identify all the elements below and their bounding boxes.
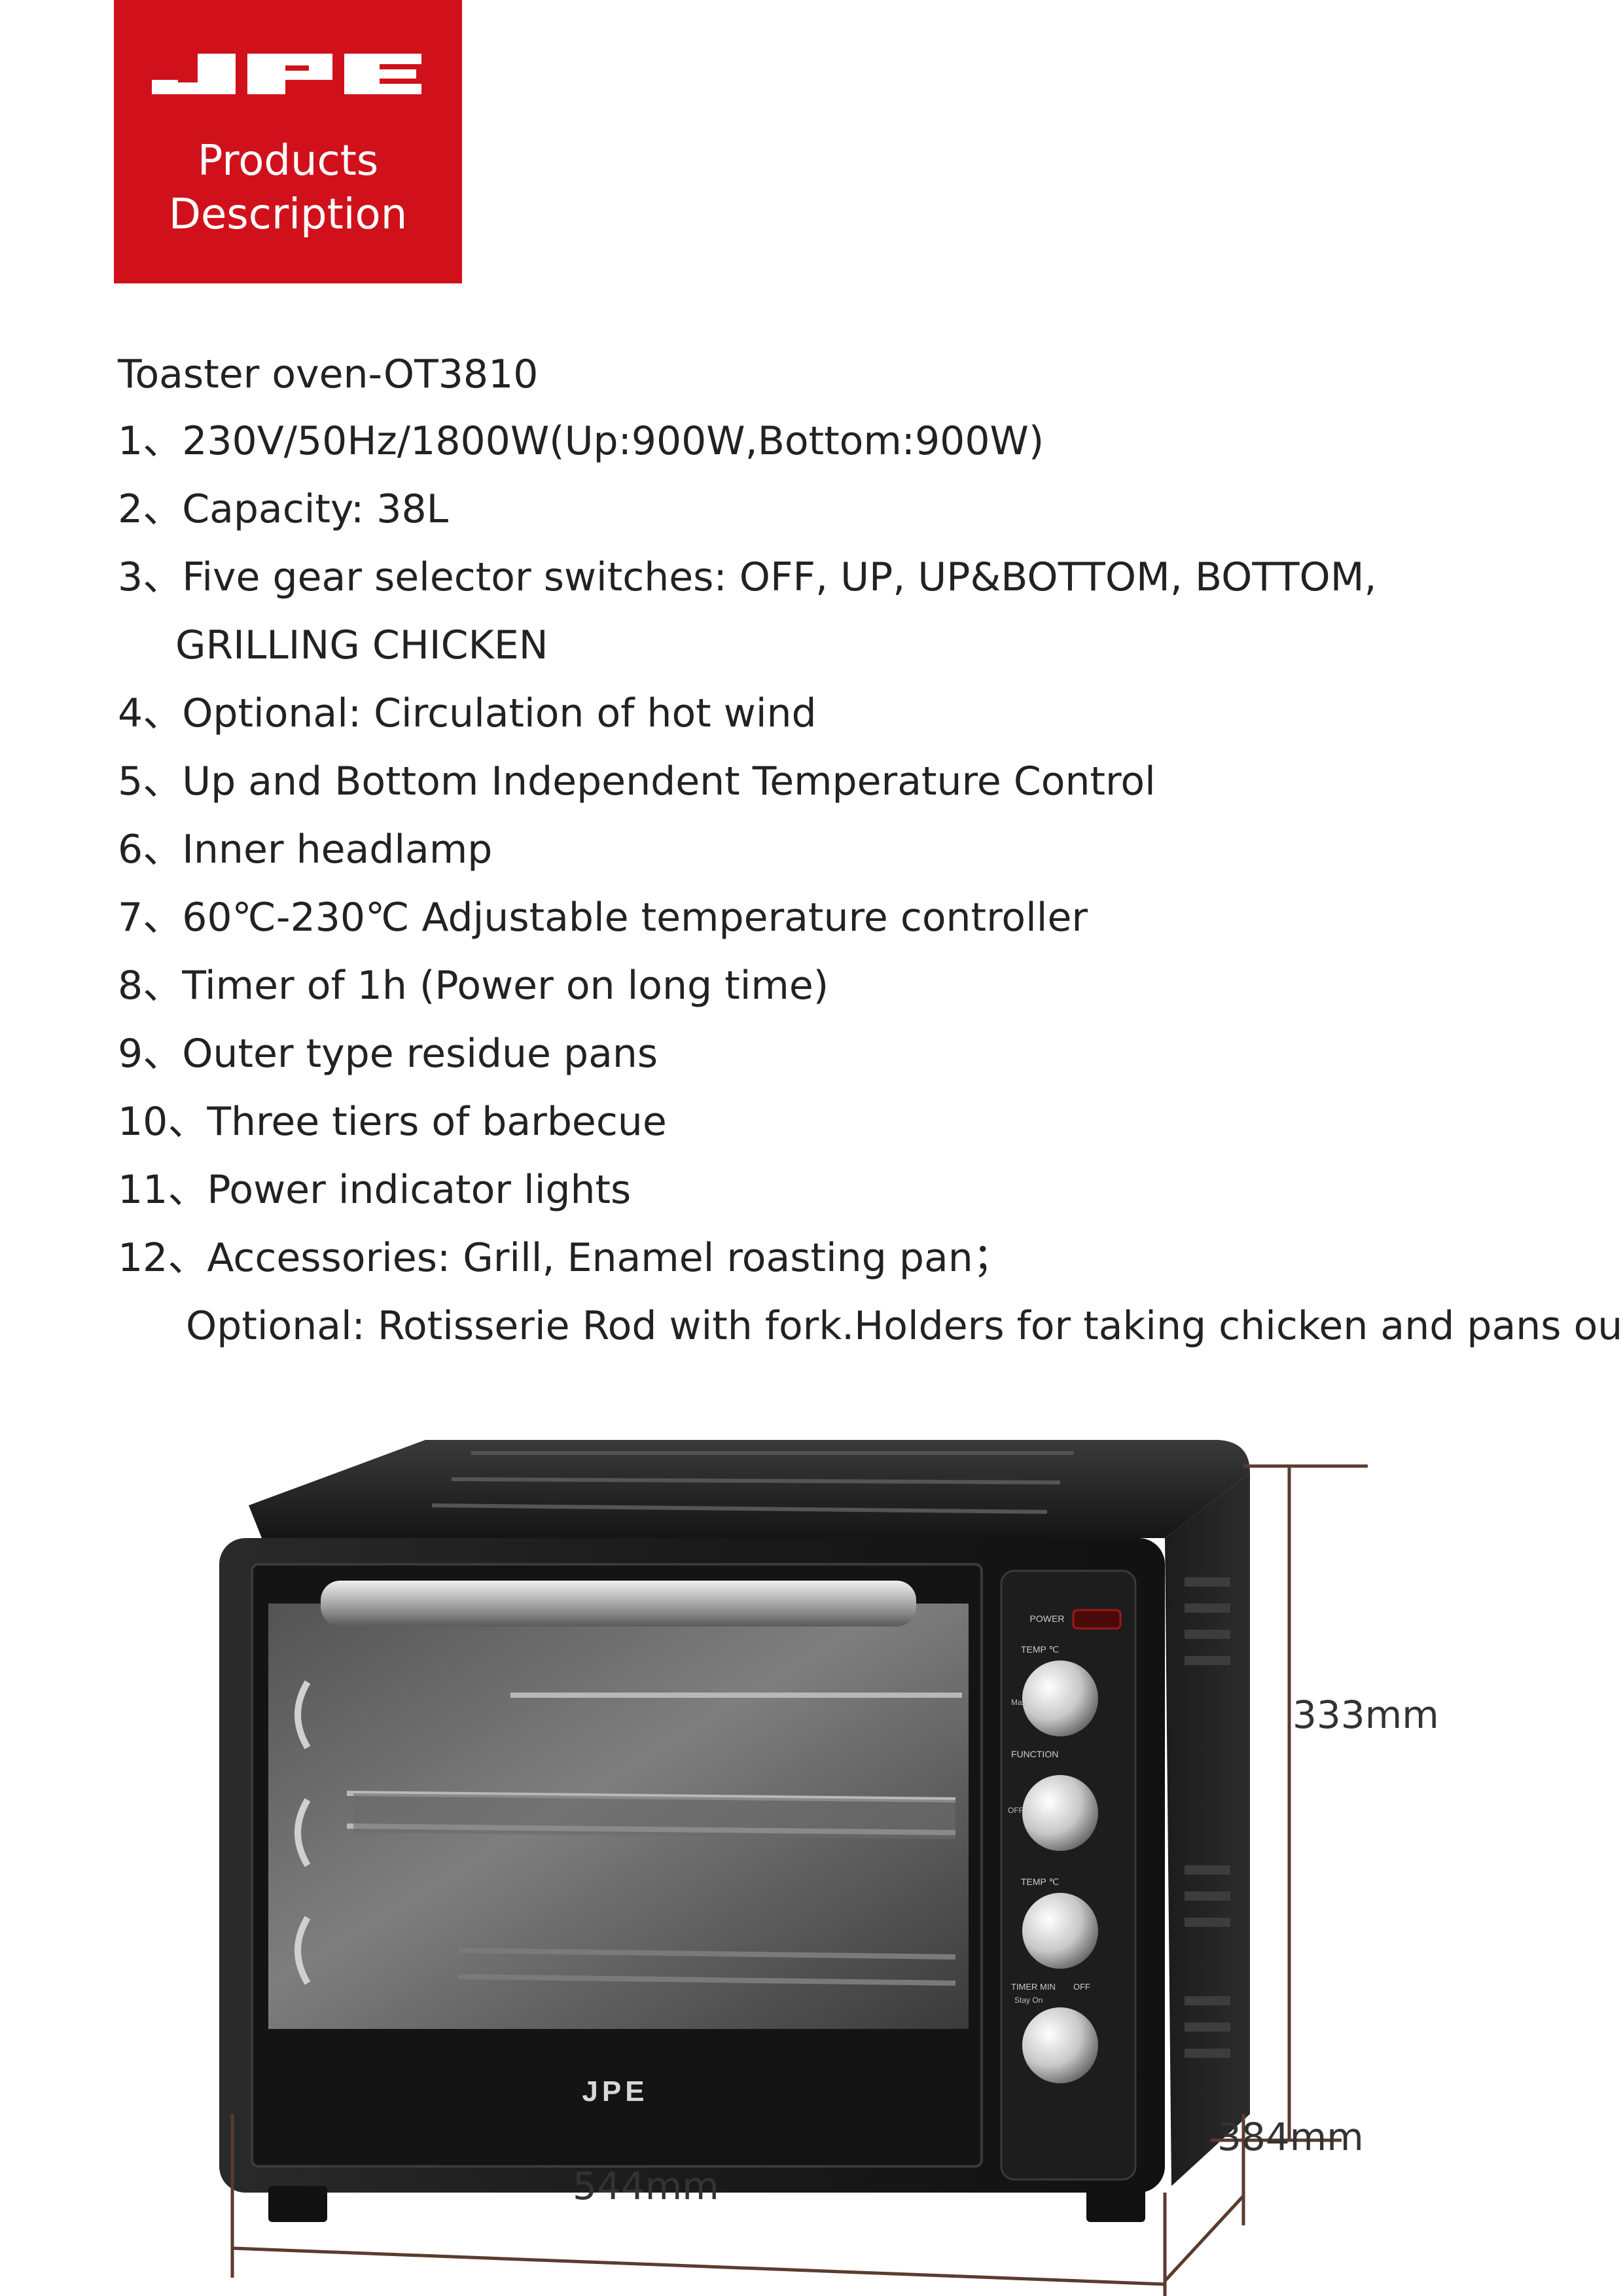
brand-subtitle-description: Description xyxy=(168,190,408,239)
spec-number: 3、 xyxy=(118,554,183,600)
timer-knob[interactable] xyxy=(1022,2007,1098,2083)
spec-number: 6、 xyxy=(118,827,183,872)
spec-text: 230V/50Hz/1800W(Up:900W,Bottom:900W) xyxy=(182,418,1044,464)
spec-text: Capacity: 38L xyxy=(182,486,449,532)
spec-item-1: 1、230V/50Hz/1800W(Up:900W,Bottom:900W) xyxy=(118,415,1044,467)
power-label: POWER xyxy=(1030,1613,1065,1624)
product-title: Toaster oven-OT3810 xyxy=(118,351,539,397)
spec-text: Power indicator lights xyxy=(207,1167,632,1213)
door-handle xyxy=(321,1581,916,1626)
lower-temp-knob[interactable] xyxy=(1022,1893,1098,1969)
spec-number: 7、 xyxy=(118,895,183,941)
oven-side xyxy=(1165,1473,1250,2186)
spec-number: 8、 xyxy=(118,963,183,1009)
lower-temp-label: TEMP ℃ xyxy=(1021,1876,1059,1887)
spec-item-6: 6、Inner headlamp xyxy=(118,823,492,876)
side-vents xyxy=(1185,1577,1230,2058)
power-indicator xyxy=(1072,1609,1122,1630)
spec-item-11: 11、Power indicator lights xyxy=(118,1164,631,1216)
spec-item-7: 7、60℃-230℃ Adjustable temperature contro… xyxy=(118,891,1088,944)
spec-text: Three tiers of barbecue xyxy=(207,1099,667,1145)
oven-illustration: JPE POWER TEMP ℃ Max FUNCTION OFF TEMP ℃… xyxy=(219,1440,1368,2296)
spec-number: 12、 xyxy=(118,1235,207,1281)
dimension-height: 333mm xyxy=(1293,1693,1439,1737)
spec-text: Outer type residue pans xyxy=(182,1031,658,1077)
spec-text: Inner headlamp xyxy=(182,827,493,872)
spec-item-2: 2、Capacity: 38L xyxy=(118,483,448,535)
spec-text: Accessories: Grill, Enamel roasting pan； xyxy=(207,1235,1012,1281)
spec-number: 9、 xyxy=(118,1031,183,1077)
function-label: FUNCTION xyxy=(1011,1749,1058,1759)
off-label: OFF xyxy=(1008,1806,1024,1815)
spec-item-4: 4、Optional: Circulation of hot wind xyxy=(118,687,817,740)
upper-temp-label: TEMP ℃ xyxy=(1021,1644,1059,1655)
dimension-depth: 384mm xyxy=(1217,2115,1364,2159)
spec-text: Five gear selector switches: OFF, UP, UP… xyxy=(182,554,1377,600)
spec-item-9: 9、Outer type residue pans xyxy=(118,1028,658,1080)
spec-number: 10、 xyxy=(118,1099,207,1145)
timer-label: TIMER MIN xyxy=(1011,1982,1056,1992)
door-logo: JPE xyxy=(582,2075,648,2108)
dimension-lines xyxy=(230,1464,1368,2296)
spec-text: Timer of 1h (Power on long time) xyxy=(182,963,829,1009)
spec-item-10: 10、Three tiers of barbecue xyxy=(118,1096,667,1148)
spec-item-12: 12、Accessories: Grill, Enamel roasting p… xyxy=(118,1232,1012,1284)
oven-foot-left xyxy=(268,2186,327,2222)
oven-foot-right xyxy=(1086,2186,1145,2222)
spec-number: 11、 xyxy=(118,1167,207,1213)
timer-off-label: OFF xyxy=(1073,1982,1090,1992)
spec-text: 60℃-230℃ Adjustable temperature controll… xyxy=(182,895,1088,941)
upper-temp-knob[interactable] xyxy=(1022,1660,1098,1736)
jpe-logo xyxy=(152,54,421,94)
spec-text: Optional: Circulation of hot wind xyxy=(182,691,817,736)
spec-item-3: 3、Five gear selector switches: OFF, UP, … xyxy=(118,551,1377,603)
spec-number: 2、 xyxy=(118,486,183,532)
brand-subtitle-products: Products xyxy=(197,137,379,185)
spec-item-8: 8、Timer of 1h (Power on long time) xyxy=(118,960,829,1012)
dimension-width: 544mm xyxy=(573,2164,719,2208)
oven-top xyxy=(249,1440,1250,1538)
spec-item-3-continuation: GRILLING CHICKEN xyxy=(175,622,548,668)
spec-item-12-continuation: Optional: Rotisserie Rod with fork.Holde… xyxy=(186,1303,1623,1349)
spec-number: 4、 xyxy=(118,691,183,736)
brand-header: Products Description xyxy=(114,0,462,283)
spec-number: 5、 xyxy=(118,759,183,804)
max-label: Max xyxy=(1011,1698,1026,1707)
spec-number: 1、 xyxy=(118,418,183,464)
spec-item-5: 5、Up and Bottom Independent Temperature … xyxy=(118,755,1156,808)
function-knob[interactable] xyxy=(1022,1775,1098,1851)
spec-text: Up and Bottom Independent Temperature Co… xyxy=(182,759,1156,804)
stay-on-label: Stay On xyxy=(1014,1996,1043,2005)
